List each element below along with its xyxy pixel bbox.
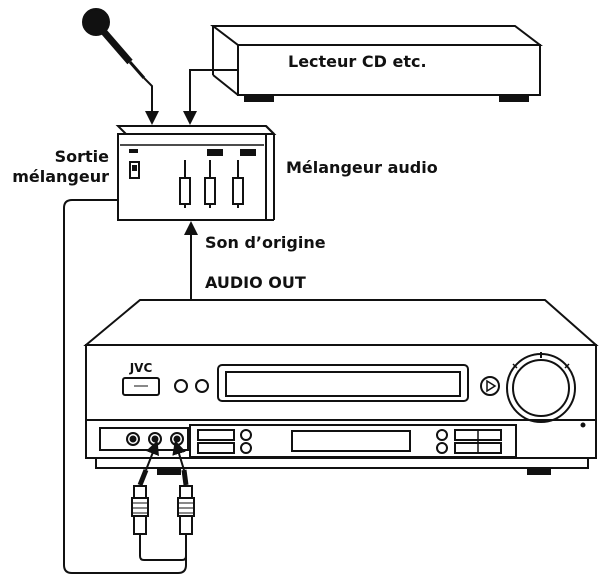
vcr (83, 299, 599, 475)
audio-out-label: AUDIO OUT (205, 273, 306, 292)
mixer-output-label-line1: Sortie (54, 147, 109, 166)
rca-plug-icon (131, 485, 149, 550)
mixer-output-label-line2: mélangeur (12, 167, 109, 186)
cd-to-mixer-cable (183, 69, 238, 125)
mixer-output-cable (63, 199, 187, 574)
audio-mixer-label: Mélangeur audio (286, 158, 438, 177)
cd-player (210, 25, 543, 102)
microphone-icon (82, 8, 159, 125)
audio-mixer (115, 125, 277, 221)
rca-cables (131, 440, 195, 561)
brand-logo: JVC (129, 361, 153, 375)
rca-plug-icon (177, 485, 195, 552)
cd-player-label: Lecteur CD etc. (288, 52, 427, 71)
original-sound-label: Son d’origine (205, 233, 326, 252)
